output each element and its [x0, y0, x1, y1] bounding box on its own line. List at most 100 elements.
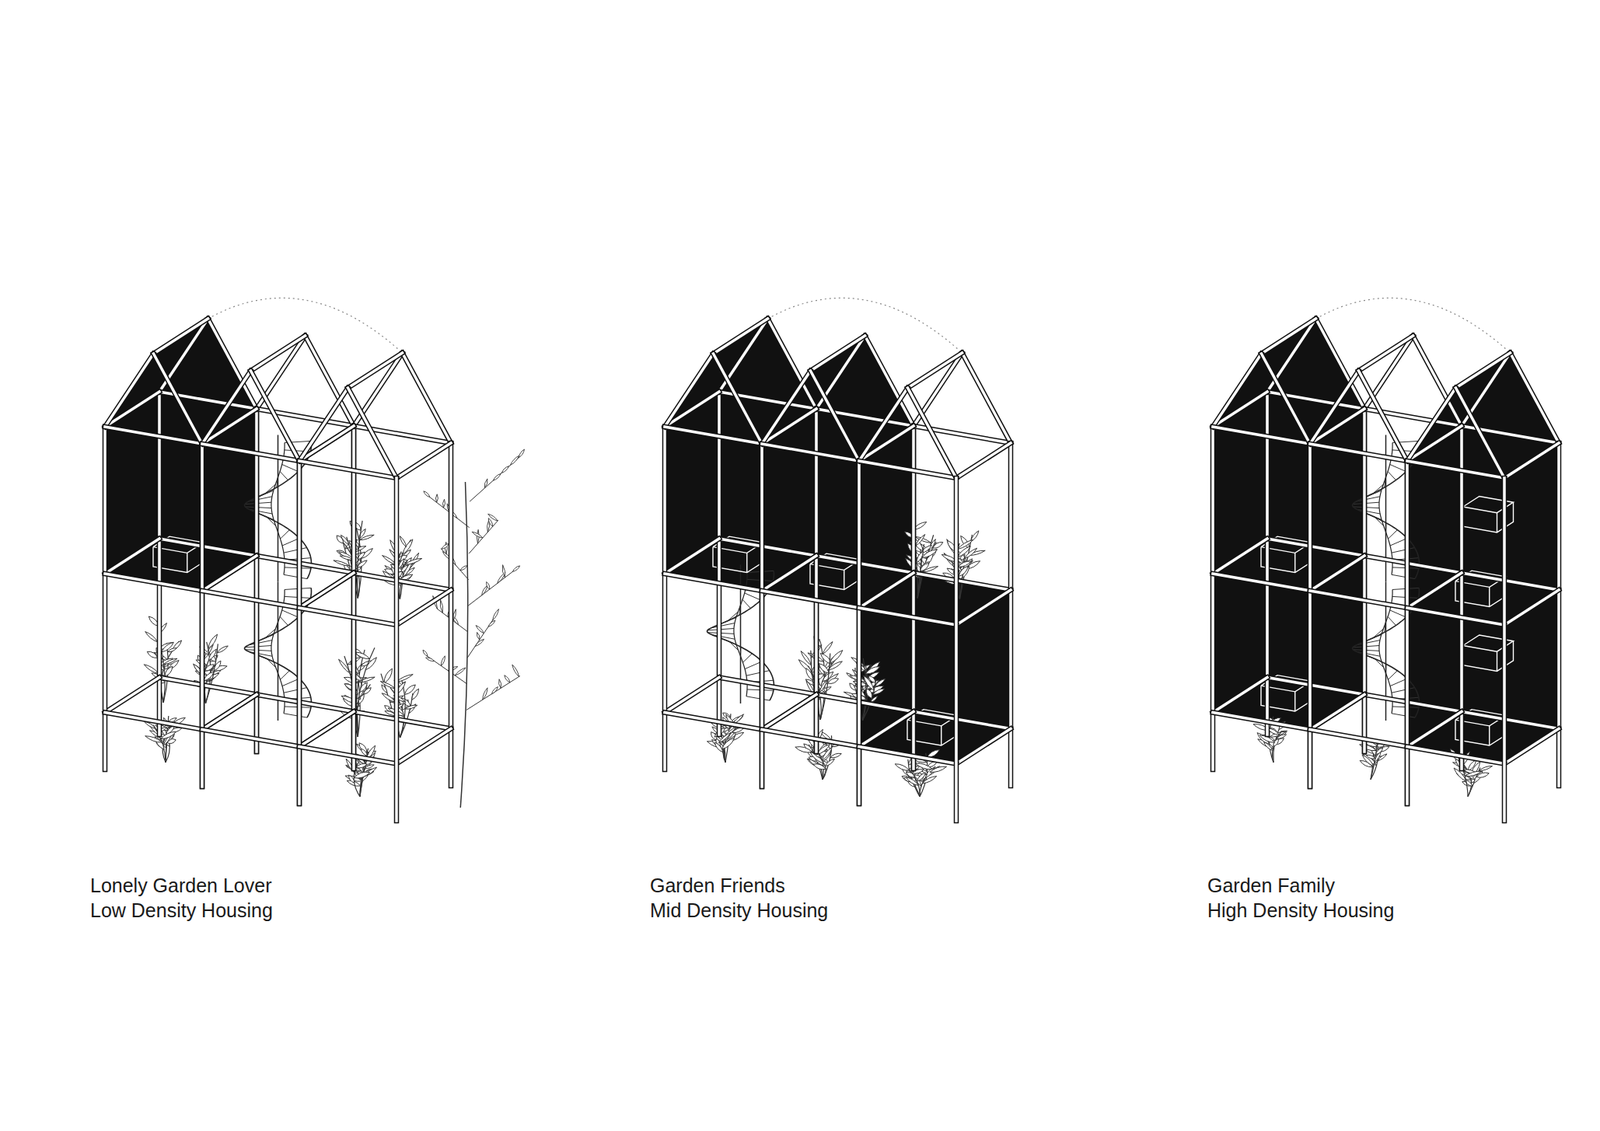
- frame-outline: [157, 391, 163, 735]
- leaf: [1467, 760, 1477, 772]
- frame-outline: [104, 353, 154, 427]
- frame-member: [913, 712, 1011, 730]
- frame-outline: [664, 677, 720, 713]
- frame-outline: [202, 730, 300, 748]
- leaf: [510, 455, 519, 465]
- leaf: [819, 680, 828, 694]
- frame-member: [1212, 391, 1268, 427]
- frame-outline: [202, 555, 257, 591]
- frame-outline: [761, 370, 811, 444]
- tree-branch: [468, 571, 514, 607]
- leaf: [475, 625, 484, 634]
- frame-member: [1310, 555, 1365, 591]
- frame-member: [402, 352, 452, 444]
- dotted-arc: [208, 297, 403, 353]
- frame-outline: [713, 353, 763, 444]
- frame-member: [761, 408, 817, 444]
- frame-member: [1212, 353, 1262, 427]
- frame-outline: [104, 538, 160, 574]
- leaf: [915, 534, 926, 547]
- frame-member: [1407, 712, 1462, 748]
- frame-outline: [396, 729, 451, 765]
- frame-member: [814, 408, 818, 752]
- leaf: [339, 555, 353, 560]
- leaf: [827, 678, 839, 685]
- frame-member: [104, 426, 203, 444]
- leaf: [164, 658, 178, 664]
- frame-member: [299, 572, 354, 608]
- leaf: [484, 478, 488, 489]
- plant: [904, 521, 944, 598]
- frame-outline: [1307, 443, 1314, 787]
- furniture-edge: [1294, 552, 1296, 573]
- frame-member: [202, 555, 257, 591]
- frame-outline: [1364, 555, 1462, 573]
- black-panel: [104, 318, 257, 591]
- frame-outline: [1310, 695, 1365, 731]
- frame-outline: [1212, 426, 1311, 444]
- frame-outline: [1407, 572, 1462, 608]
- frame-member: [1310, 695, 1365, 731]
- frame-outline: [908, 352, 963, 388]
- frame-member: [353, 572, 451, 591]
- frame-outline: [1459, 426, 1465, 769]
- housing-unit: [664, 297, 1011, 821]
- frame-outline: [859, 712, 914, 748]
- frame-outline: [664, 573, 762, 591]
- frame-outline: [104, 391, 160, 427]
- frame-outline: [202, 590, 300, 608]
- frame-outline: [1459, 426, 1465, 769]
- frame-outline: [159, 677, 257, 696]
- stair-tread: [1391, 574, 1415, 579]
- frame-outline: [1212, 353, 1262, 427]
- plant: [190, 634, 229, 704]
- frame-member: [1456, 387, 1506, 479]
- frame-outline: [251, 335, 306, 371]
- leaf: [488, 513, 498, 521]
- frame-member: [1310, 408, 1365, 444]
- frame-outline: [1407, 426, 1462, 462]
- frame-outline: [1461, 712, 1559, 730]
- stair-tread: [744, 593, 762, 601]
- frame-member: [663, 426, 667, 770]
- frame-member: [104, 712, 203, 731]
- frame-outline: [159, 538, 257, 556]
- frame-outline: [1504, 590, 1559, 626]
- frame-member: [299, 747, 397, 765]
- frame-member: [202, 370, 252, 444]
- frame-outline: [761, 730, 860, 748]
- frame-layer: [664, 318, 1011, 821]
- frame-member: [719, 677, 817, 696]
- leaf: [800, 651, 811, 666]
- frame-member: [1504, 729, 1559, 765]
- frame-outline: [251, 370, 301, 462]
- frame-member: [859, 426, 914, 462]
- frame-member: [251, 370, 301, 462]
- stair-tread: [1387, 670, 1398, 680]
- frame-outline: [1310, 555, 1365, 591]
- frame-outline: [202, 443, 300, 462]
- frame-outline: [153, 318, 209, 354]
- leaf: [922, 549, 938, 559]
- stair-tread: [279, 530, 290, 539]
- frame-member: [1460, 426, 1464, 769]
- leaf: [504, 675, 511, 683]
- frame-outline: [810, 335, 866, 371]
- leaf: [482, 688, 488, 700]
- leaf: [454, 667, 466, 676]
- leaf: [894, 764, 910, 772]
- frame-outline: [956, 729, 1011, 765]
- frame-outline: [299, 572, 354, 608]
- frame-outline: [254, 408, 260, 752]
- leaf: [202, 671, 214, 682]
- frame-member: [664, 677, 720, 713]
- leaf: [160, 731, 177, 739]
- leaf: [813, 764, 826, 770]
- plant-stem: [862, 658, 867, 721]
- frame-member: [1504, 443, 1559, 479]
- leaf: [460, 565, 468, 571]
- frame-outline: [1212, 712, 1311, 731]
- frame-member: [1308, 443, 1312, 787]
- plant: [381, 536, 423, 600]
- frame-outline: [1310, 730, 1408, 748]
